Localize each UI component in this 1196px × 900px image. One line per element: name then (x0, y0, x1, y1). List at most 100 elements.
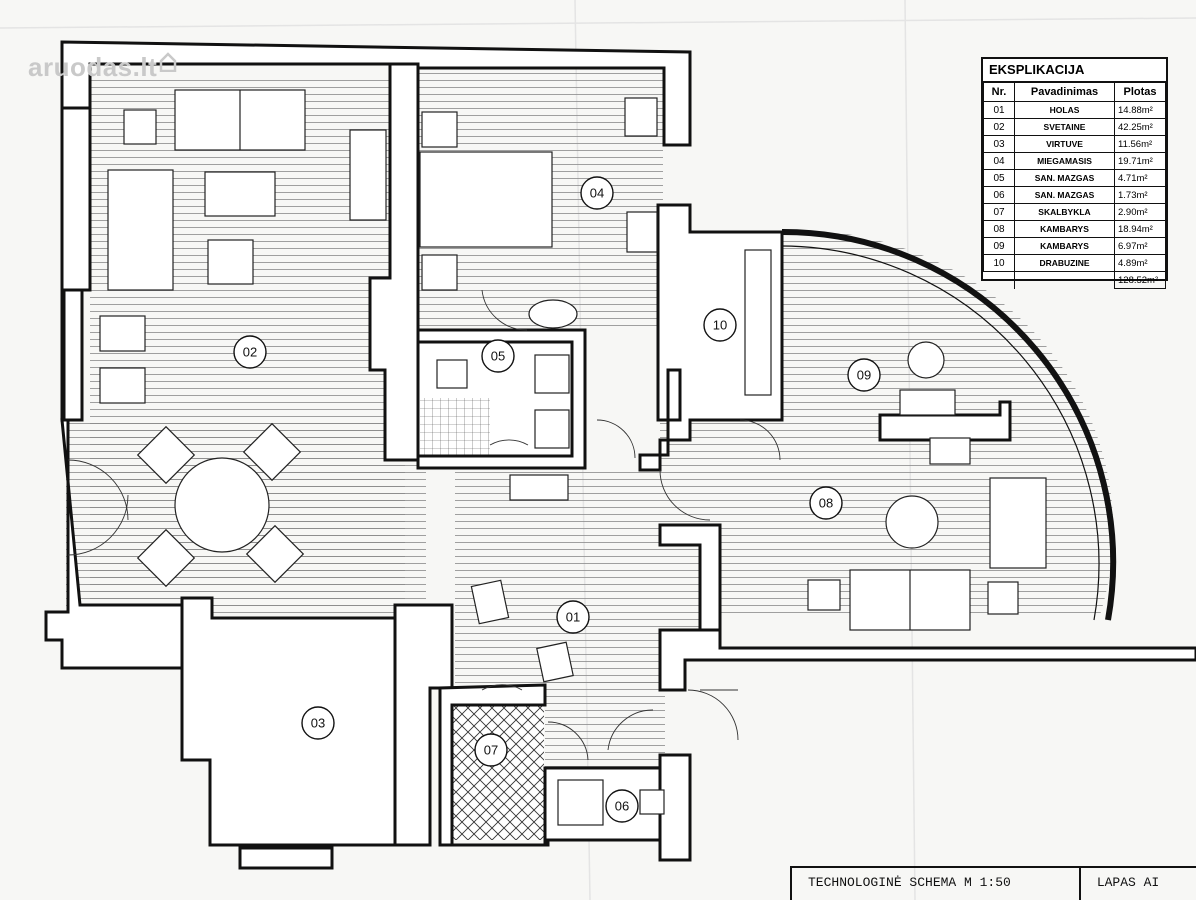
legend-cell-area: 1.73m² (1114, 186, 1166, 204)
doors (67, 289, 781, 761)
room-number-circle (481, 339, 515, 373)
room-number-01: 01 (566, 610, 580, 625)
legend-header-area: Plotas (1114, 82, 1166, 102)
scheme-title: TECHNOLOGINĖ SCHEMA M 1:50 (792, 868, 1081, 900)
legend-cell-nr: 06 (983, 186, 1015, 204)
bath-wall (416, 328, 587, 470)
legend-header-nr: Nr. (983, 82, 1015, 102)
dining-table (174, 457, 270, 553)
door-swing (596, 419, 636, 459)
chair-1 (99, 315, 146, 352)
chair-2 (99, 367, 146, 404)
room-number-05: 05 (491, 349, 505, 364)
door-swing (687, 689, 739, 741)
legend-cell-area: 4.71m² (1114, 169, 1166, 187)
sofa-left (107, 169, 174, 291)
window-left (62, 288, 84, 422)
sink (534, 409, 570, 449)
basin (528, 299, 578, 329)
partition-02-04 (368, 62, 420, 462)
legend-cell-nr: 08 (983, 220, 1015, 238)
legend-cell-nr: 09 (983, 237, 1015, 255)
room-number-circle (556, 600, 590, 634)
legend-cell-name: SVETAINE (1014, 118, 1115, 136)
armchair-08 (989, 477, 1047, 569)
sheet-label: LAPAS AI (1096, 875, 1160, 890)
room-number-circle (809, 486, 843, 520)
desk-chair (929, 437, 971, 465)
room-07-floor (452, 705, 544, 840)
armchair (123, 109, 157, 145)
legend-cell-name: KAMBARYS (1014, 237, 1115, 255)
partition-09 (878, 400, 1012, 442)
legend-cell-area: 42.25m² (1114, 118, 1166, 136)
room-number-circle (301, 706, 335, 740)
hall-wall-lower (658, 628, 1196, 692)
wc-small (557, 779, 604, 826)
legend-cell-nr: 07 (983, 203, 1015, 221)
shelf (626, 211, 658, 253)
stool (536, 641, 574, 683)
legend-cell-nr: 10 (983, 254, 1015, 272)
legend-header-name: Pavadinimas (1014, 82, 1115, 102)
house-icon (160, 52, 177, 72)
room-number-02: 02 (243, 345, 257, 360)
dining-chair (242, 422, 302, 482)
basin-small (639, 789, 665, 815)
legend-cell-name: HOLAS (1014, 101, 1115, 119)
legend-cell-area: 14.88m² (1114, 101, 1166, 119)
legend-cell-nr: 02 (983, 118, 1015, 136)
sink (534, 354, 570, 394)
room-number-circle (233, 335, 267, 369)
cabinet (349, 129, 387, 221)
room-number-circle (703, 308, 737, 342)
room-number-circle (580, 176, 614, 210)
round-chair (907, 341, 945, 379)
legend-cell-nr: 01 (983, 101, 1015, 119)
curved-wall-inner (781, 245, 1100, 621)
room-number-09: 09 (857, 368, 871, 383)
door-swing (67, 494, 129, 556)
legend-cell-area: 19.71m² (1114, 152, 1166, 170)
door-swing (659, 469, 711, 521)
kitchen-right-wall (393, 603, 454, 847)
title-block: TECHNOLOGINĖ SCHEMA M 1:50 LAPAS AI (790, 866, 1196, 900)
legend-cell-name: KAMBARYS (1014, 220, 1115, 238)
small-table (807, 579, 841, 611)
legend-cell-nr: 05 (983, 169, 1015, 187)
dining-chair (245, 524, 305, 584)
legend-cell-area: 18.94m² (1114, 220, 1166, 238)
desk (624, 97, 658, 137)
stool (470, 579, 510, 625)
side-table (207, 239, 254, 285)
round-table-08 (885, 495, 939, 549)
legend-total-row: 128.52m² (983, 271, 1166, 289)
door-swing (481, 289, 528, 331)
console (509, 474, 569, 501)
legend-cell-area: 6.97m² (1114, 237, 1166, 255)
legend-cell-name: SAN. MAZGAS (1014, 169, 1115, 187)
legend-cell-name: SAN. MAZGAS (1014, 186, 1115, 204)
fold-line (0, 17, 1196, 29)
door-swing (739, 419, 781, 461)
wc-bowl (436, 359, 468, 389)
dining-chair (136, 528, 196, 588)
legend-cell-name: SKALBYKLA (1014, 203, 1115, 221)
legend-cell-area: 11.56m² (1114, 135, 1166, 153)
coffee-table (204, 171, 276, 217)
outer-wall-right-lower (658, 753, 692, 862)
legend-cell-nr: 03 (983, 135, 1015, 153)
legend-total: 128.52m² (1114, 271, 1166, 289)
legend-cell-name: DRABUZINE (1014, 254, 1115, 272)
curved-wall (781, 228, 1117, 621)
watermark: aruodas.lt (28, 52, 177, 83)
